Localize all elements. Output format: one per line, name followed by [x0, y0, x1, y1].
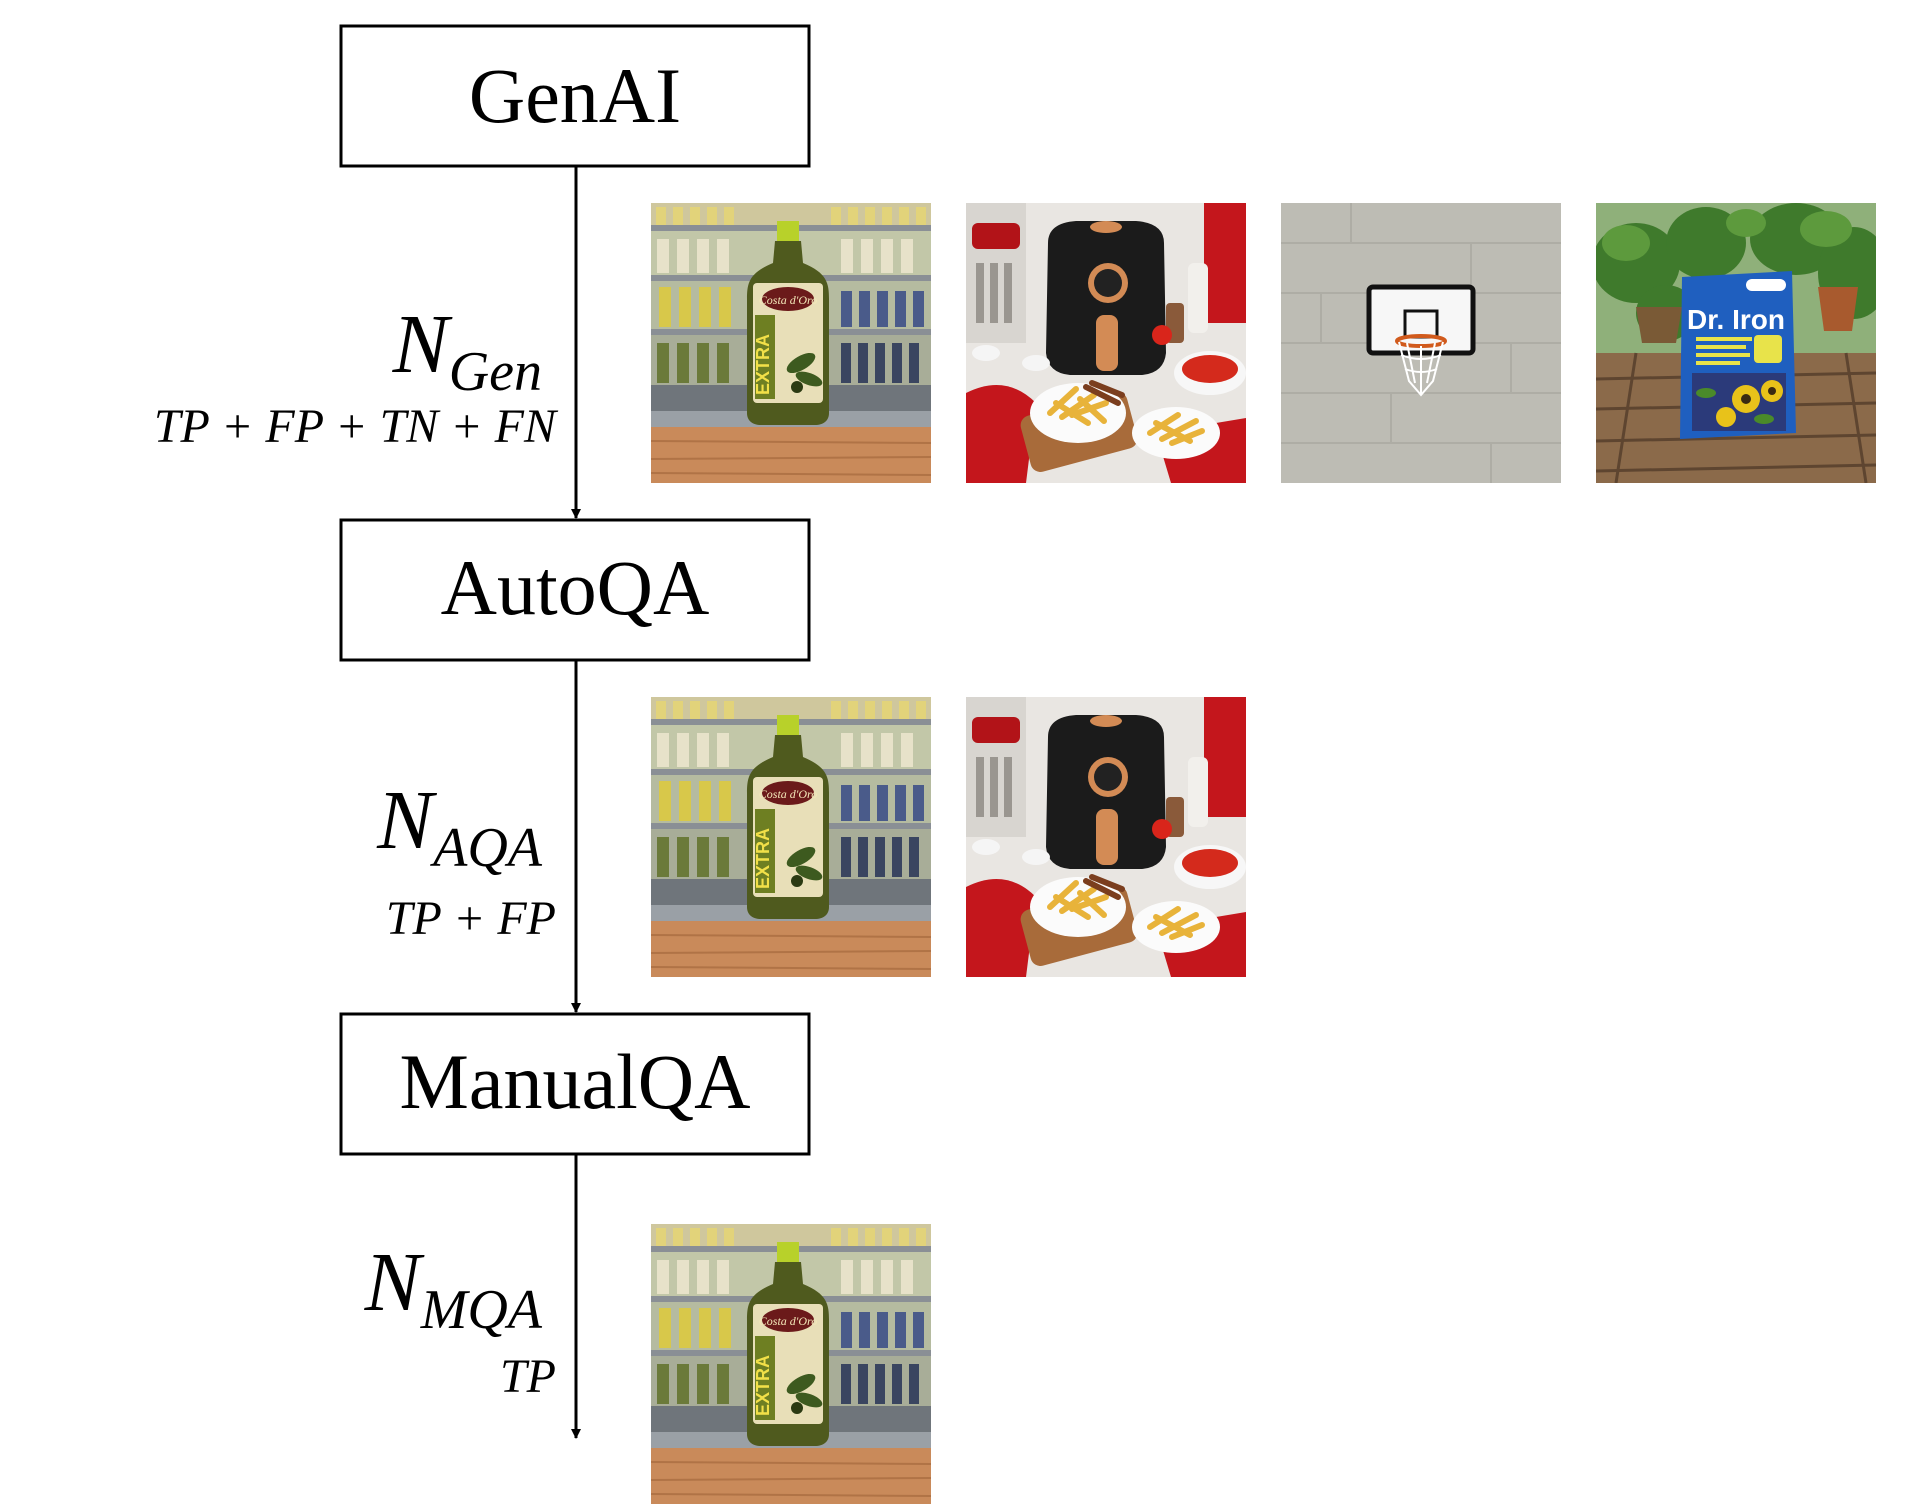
stage-label-genai: GenAI [469, 52, 681, 139]
stage-box-manualqa [339, 1012, 811, 1156]
thumbnail-basketball-hoop [1281, 203, 1561, 483]
thumbnail-olive-oil [651, 697, 931, 977]
flow-gen-terms: TP + FP + TN + FN [154, 400, 559, 453]
thumbnail-air-fryer [966, 203, 1246, 483]
stage-label-autoqa: AutoQA [441, 544, 710, 631]
stage-label-manualqa: ManualQA [400, 1038, 751, 1125]
flow-aqa-count-label: NAQA [376, 774, 543, 879]
stage-box-genai [339, 24, 811, 168]
flow-aqa-terms: TP + FP [386, 892, 556, 945]
flow-gen-count-label: NGen [392, 298, 542, 403]
thumbnail-dr-iron [1596, 203, 1876, 483]
thumbnail-olive-oil [651, 1224, 931, 1504]
flow-mqa-count-label: NMQA [364, 1236, 543, 1341]
flow-mqa-terms: TP [500, 1350, 556, 1403]
stage-box-autoqa [339, 518, 811, 662]
thumbnail-air-fryer [966, 697, 1246, 977]
thumbnail-olive-oil [651, 203, 931, 483]
